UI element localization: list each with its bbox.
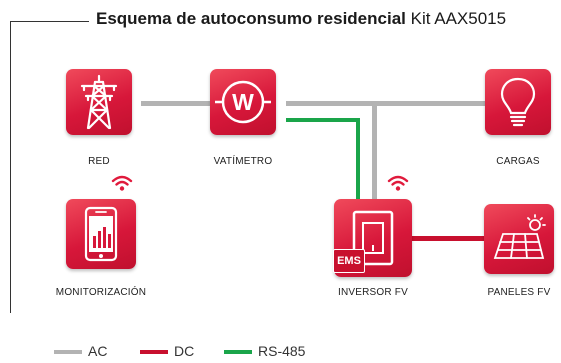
wifi-icon-monitorizacion: [111, 175, 133, 191]
monitorizacion-label: MONITORIZACIÓN: [55, 287, 147, 298]
title-bold: Esquema de autoconsumo residencial: [96, 9, 406, 28]
frame-top-line: [10, 21, 89, 22]
legend-rs485-swatch: [224, 350, 252, 354]
paneles-label: PANELES FV: [487, 287, 551, 298]
red-tile[interactable]: [66, 69, 132, 135]
inverter-icon: [352, 210, 394, 266]
vatimetro-tile[interactable]: W: [210, 69, 276, 135]
legend-ac-swatch: [54, 350, 82, 354]
legend-dc-swatch: [140, 350, 168, 354]
paneles-tile[interactable]: [484, 204, 554, 274]
cargas-label: CARGAS: [496, 156, 540, 167]
rs485-line-vertical: [356, 118, 360, 201]
smartphone-icon: [84, 206, 118, 262]
light-bulb-icon: [500, 77, 536, 127]
vatimetro-label: VATÍMETRO: [213, 156, 273, 167]
dc-line-inversor-paneles: [412, 236, 486, 241]
rs485-line-horizontal: [286, 118, 360, 122]
red-label: RED: [88, 156, 110, 167]
wifi-icon-inversor: [387, 175, 409, 191]
wattmeter-symbol: W: [232, 89, 254, 115]
frame-left-line: [10, 21, 11, 313]
legend-rs485-label: RS-485: [258, 343, 306, 359]
title-kit: Kit AAX5015: [410, 9, 507, 28]
wattmeter-icon: W: [215, 80, 271, 124]
cargas-tile[interactable]: [485, 69, 551, 135]
monitorizacion-tile[interactable]: [66, 199, 136, 269]
diagram-title: Esquema de autoconsumo residencial Kit A…: [96, 9, 506, 29]
inversor-label: INVERSOR FV: [338, 287, 408, 298]
ems-badge: EMS: [333, 249, 365, 273]
ac-line-red-vatimetro: [141, 101, 211, 106]
ac-line-to-inversor: [372, 101, 377, 201]
power-tower-icon: [80, 74, 118, 130]
legend-dc-label: DC: [174, 343, 195, 359]
solar-panel-icon: [493, 214, 546, 259]
legend-ac-label: AC: [88, 343, 108, 359]
ac-line-vatimetro-cargas: [286, 101, 486, 106]
